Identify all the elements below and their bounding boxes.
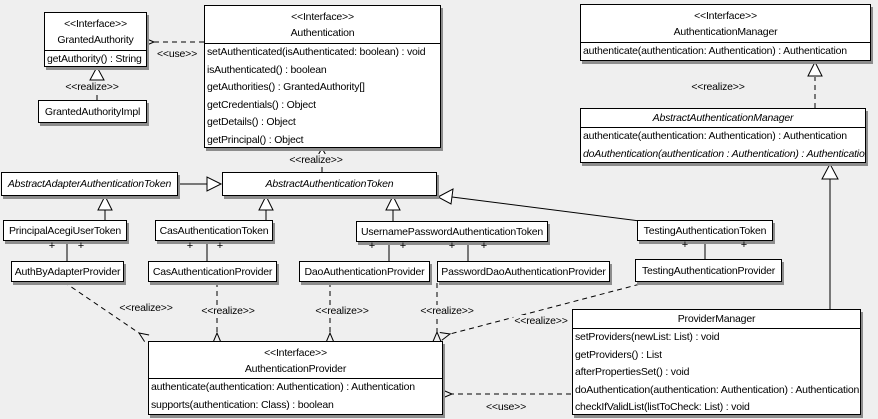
- method-label: getCredentials() : Object: [207, 98, 316, 111]
- method-label: getPrincipal() : Object: [207, 133, 304, 146]
- class-box-testing-authentication-token[interactable]: TestingAuthenticationToken: [637, 220, 773, 241]
- method-label: authenticate(authentication: Authenticat…: [583, 45, 847, 57]
- class-name: TestingAuthenticationProvider: [641, 264, 776, 277]
- method-label: authenticate(authentication: Authenticat…: [583, 130, 847, 142]
- class-box-cas-authentication-token[interactable]: CasAuthenticationToken: [155, 220, 273, 241]
- class-name: AbstractAuthenticationToken: [265, 178, 394, 190]
- class-box-principal-acegi-user-token[interactable]: PrincipalAcegiUserToken: [3, 220, 127, 241]
- class-name: AuthenticationManager: [673, 26, 778, 38]
- class-box-abstract-authentication-token[interactable]: AbstractAuthenticationToken: [222, 172, 437, 196]
- method-label: supports(authentication: Class) : boolea…: [151, 398, 334, 411]
- method-label: doAuthentication(authentication: Authent…: [575, 383, 860, 396]
- class-box-abstract-authentication-manager[interactable]: AbstractAuthenticationManager authentica…: [580, 108, 866, 163]
- class-box-cas-authentication-provider[interactable]: CasAuthenticationProvider: [148, 261, 277, 282]
- class-box-abstract-adapter-authentication-token[interactable]: AbstractAdapterAuthenticationToken: [1, 172, 178, 196]
- class-box-auth-by-adapter-provider[interactable]: AuthByAdapterProvider: [11, 261, 124, 282]
- triangle-arrow-abstractadaptertoken: [97, 194, 113, 211]
- class-box-testing-authentication-provider[interactable]: TestingAuthenticationProvider: [635, 259, 782, 282]
- method-label: isAuthenticated() : boolean: [207, 63, 327, 76]
- class-name: PasswordDaoAuthenticationProvider: [441, 265, 606, 278]
- class-name: CasAuthenticationProvider: [152, 265, 273, 278]
- stereotype-label: <<Interface>>: [264, 347, 327, 359]
- association-end-plus: +: [216, 240, 224, 252]
- use-label: <<use>>: [155, 48, 199, 60]
- method-label: getProviders() : List: [575, 348, 662, 361]
- class-box-provider-manager[interactable]: ProviderManager setProviders(newList: Li…: [572, 309, 861, 415]
- method-label: getAuthority() : String: [47, 53, 142, 65]
- realize-edge-testingauthenticationprovider: [439, 281, 649, 341]
- association-end-plus: +: [368, 240, 376, 252]
- realize-label: <<realize>>: [64, 81, 120, 93]
- method-label: afterPropertiesSet() : void: [575, 366, 690, 378]
- class-box-authentication[interactable]: <<Interface>> Authentication setAuthenti…: [204, 5, 441, 148]
- association-end-plus: +: [448, 240, 456, 252]
- class-name: AuthenticationProvider: [244, 363, 347, 375]
- association-end-plus: +: [77, 240, 85, 252]
- class-name: GrantedAuthorityImpl: [44, 105, 141, 118]
- class-name: TestingAuthenticationToken: [643, 224, 767, 237]
- method-label: getDetails() : Object: [207, 116, 296, 128]
- class-name: Authentication: [290, 27, 355, 39]
- association-end-plus: +: [399, 240, 407, 252]
- generalization-edge-testingauthenticationtoken: [451, 196, 641, 222]
- class-name: CasAuthenticationToken: [159, 224, 269, 237]
- triangle-arrow-abstracttoken-mid: [385, 194, 401, 211]
- method-label: checkIfValidList(listToCheck: List) : vo…: [575, 401, 750, 413]
- realize-label: <<realize>>: [419, 305, 475, 317]
- method-label: setAuthenticated(isAuthenticated: boolea…: [207, 46, 426, 58]
- class-name: AbstractAuthenticationManager: [581, 109, 865, 128]
- association-end-plus: +: [681, 239, 689, 251]
- class-box-granted-authority[interactable]: <<Interface>> GrantedAuthority getAuthor…: [44, 12, 147, 67]
- association-end-plus: +: [48, 240, 56, 252]
- association-end-plus: +: [186, 240, 194, 252]
- realize-label: <<realize>>: [513, 315, 569, 327]
- class-name: DaoAuthenticationProvider: [304, 265, 425, 278]
- realize-label: <<realize>>: [690, 81, 746, 93]
- triangle-arrow-abstracttoken-west: [206, 176, 223, 192]
- triangle-arrow-abstracttoken-left: [258, 194, 274, 211]
- realize-label: <<realize>>: [288, 154, 344, 166]
- method-label: authenticate(authentication: Authenticat…: [151, 381, 415, 393]
- class-name: AuthByAdapterProvider: [14, 265, 121, 278]
- class-name: AbstractAdapterAuthenticationToken: [7, 178, 172, 190]
- class-name: UsernamePasswordAuthenticationToken: [360, 225, 544, 238]
- triangle-arrow-abstractauthenticationmanager: [821, 162, 839, 180]
- method-label: doAuthentication(authentication : Authen…: [583, 147, 865, 160]
- triangle-arrow-grantedauthority: [89, 65, 105, 81]
- class-box-authentication-manager[interactable]: <<Interface>> AuthenticationManager auth…: [580, 4, 871, 61]
- stereotype-label: <<Interface>>: [291, 11, 354, 23]
- class-box-granted-authority-impl[interactable]: GrantedAuthorityImpl: [38, 100, 147, 123]
- class-name: ProviderManager: [573, 310, 860, 329]
- association-end-plus: +: [480, 240, 488, 252]
- class-box-authentication-provider[interactable]: <<Interface>> AuthenticationProvider aut…: [148, 341, 443, 415]
- class-name: PrincipalAcegiUserToken: [8, 224, 122, 237]
- method-label: getAuthorities() : GrantedAuthority[]: [207, 81, 365, 93]
- realize-label: <<realize>>: [200, 305, 256, 317]
- class-box-username-password-authentication-token[interactable]: UsernamePasswordAuthenticationToken: [356, 221, 548, 242]
- use-label: <<use>>: [484, 401, 528, 413]
- realize-label: <<realize>>: [118, 302, 174, 314]
- class-name: GrantedAuthority: [57, 34, 134, 46]
- association-end-plus: +: [740, 239, 748, 251]
- triangle-arrow-abstracttoken-east: [436, 188, 454, 205]
- realize-edge-authbyadapterprovider: [63, 281, 150, 342]
- realize-label: <<realize>>: [314, 305, 370, 317]
- stereotype-label: <<Interface>>: [694, 10, 757, 22]
- triangle-arrow-authenticationmanager: [807, 60, 823, 77]
- class-box-dao-authentication-provider[interactable]: DaoAuthenticationProvider: [299, 261, 430, 282]
- class-box-password-dao-authentication-provider[interactable]: PasswordDaoAuthenticationProvider: [437, 261, 610, 282]
- method-label: setProviders(newList: List) : void: [575, 331, 720, 343]
- stereotype-label: <<Interface>>: [64, 18, 127, 30]
